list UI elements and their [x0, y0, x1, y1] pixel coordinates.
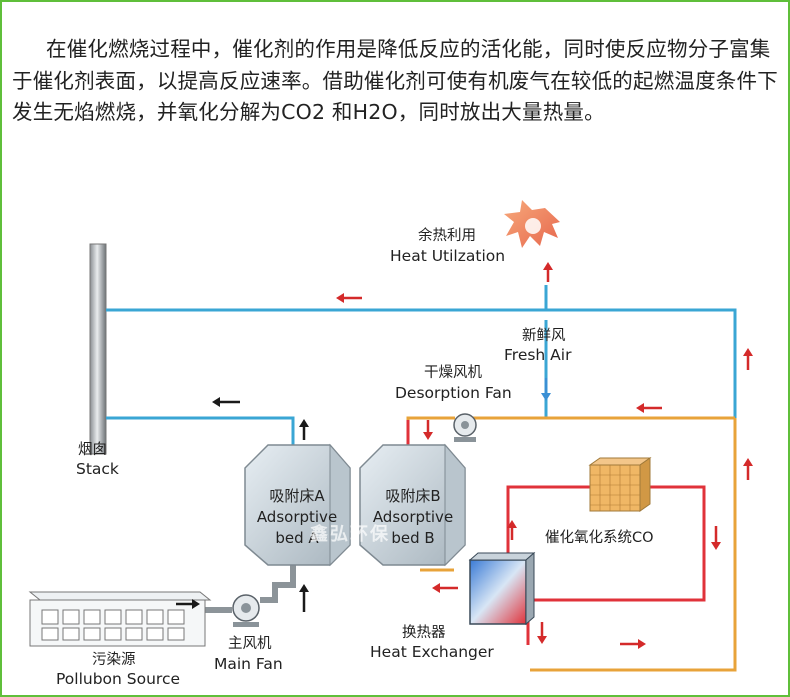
- stack-en: Stack: [76, 460, 119, 478]
- flow-arrows: [176, 262, 753, 649]
- watermark: 鑫弘环保: [310, 524, 390, 545]
- desorption-fan-en: Desorption Fan: [395, 384, 512, 402]
- catalytic-unit: [588, 457, 652, 512]
- stack-cn: 烟囱: [78, 442, 107, 458]
- main-duct: [205, 565, 296, 613]
- recycle-icon: [504, 200, 560, 248]
- catalytic-oxidation-label: 催化氧化系统CO: [545, 530, 654, 546]
- stack-chimney: [89, 243, 107, 455]
- pollution-source-building: [28, 591, 212, 647]
- desorption-fan: [453, 413, 477, 442]
- bed-a-en-line2: bed A: [275, 529, 319, 547]
- main-fan: [232, 594, 260, 627]
- main-fan-en: Main Fan: [214, 655, 283, 673]
- heat-utilization-en: Heat Utilzation: [390, 247, 506, 265]
- fresh-air-cn: 新鲜风: [522, 328, 566, 344]
- main-fan-cn: 主风机: [228, 636, 272, 652]
- desorption-fan-cn: 干燥风机: [424, 365, 482, 381]
- intro-paragraph: 在催化燃烧过程中，催化剂的作用是降低反应的活化能，同时使反应物分子富集于催化剂表…: [12, 37, 778, 124]
- bed-b-cn: 吸附床B: [385, 487, 441, 505]
- bed-b-en-line1: Adsorptive: [372, 508, 454, 526]
- hot-air-lines: [406, 420, 706, 645]
- fresh-air-en: Fresh Air: [504, 346, 572, 364]
- adsorptive-bed-b: [359, 443, 466, 567]
- bed-a-cn: 吸附床A: [269, 487, 325, 505]
- heat-exchanger-en: Heat Exchanger: [370, 643, 494, 661]
- bed-a-en-line1: Adsorptive: [256, 508, 338, 526]
- bed-b-en-line2: bed B: [391, 529, 435, 547]
- pollution-source-cn: 污染源: [92, 652, 136, 668]
- heat-exchanger-cn: 换热器: [402, 625, 446, 641]
- pollution-source-en: Pollubon Source: [56, 670, 181, 688]
- heat-exchanger: [468, 551, 536, 626]
- heat-utilization-cn: 余热利用: [418, 228, 476, 244]
- clean-air-lines: [106, 285, 737, 445]
- adsorptive-bed-a: [244, 443, 351, 567]
